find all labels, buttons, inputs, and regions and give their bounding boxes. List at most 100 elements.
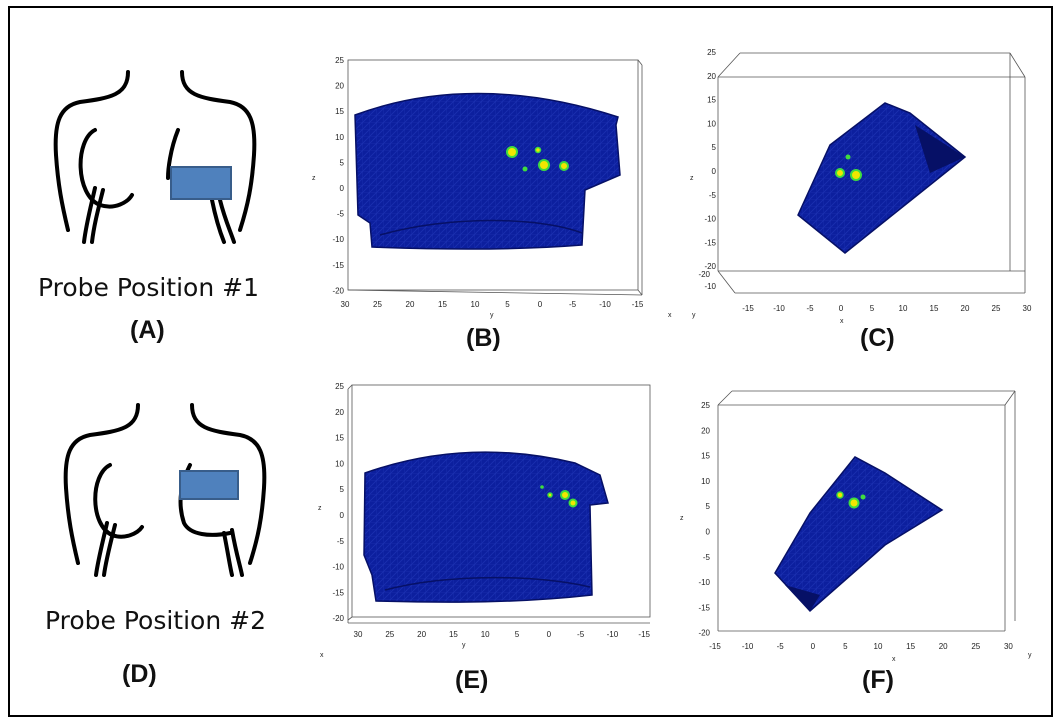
tick-label-y: 10 [481, 630, 490, 639]
tick-label-z: -15 [332, 588, 344, 597]
tick-label-z: 20 [701, 426, 710, 435]
tick-label-y: -5 [577, 630, 585, 639]
tick-label-y: 5 [505, 300, 510, 309]
tick-label-z: 15 [701, 452, 710, 461]
axis-label-y: y [490, 312, 494, 319]
tick-label-z: 25 [335, 382, 344, 391]
axis-label-y: y [1028, 652, 1032, 659]
tick-label-x: 15 [930, 304, 939, 313]
axis-label-x: x [840, 318, 844, 325]
tick-label-z: -20 [704, 262, 716, 271]
tick-label-z: 5 [340, 485, 345, 494]
tick-label-z: 15 [707, 96, 716, 105]
tick-label-z: -15 [332, 261, 344, 270]
tick-label-z: -10 [698, 578, 710, 587]
tick-label-z: 20 [707, 72, 716, 81]
tick-label-y: 25 [373, 300, 382, 309]
tick-label-z: -20 [332, 286, 344, 295]
tick-label-z: 20 [335, 82, 344, 91]
tick-label-z: 5 [712, 143, 717, 152]
torso-sketch-1 [53, 70, 257, 244]
axis-label-y: y [462, 642, 466, 649]
tick-label-y: -15 [638, 630, 650, 639]
tick-label-z: 10 [701, 477, 710, 486]
tick-label-z: 0 [712, 167, 717, 176]
tick-label-y: 20 [417, 630, 426, 639]
tick-label-x: -10 [742, 642, 754, 651]
tick-label-x: 10 [899, 304, 908, 313]
tick-label-z: -5 [337, 537, 345, 546]
tick-label-z: -10 [332, 563, 344, 572]
axis-label-x: x [892, 656, 896, 663]
tick-label-x: -15 [742, 304, 754, 313]
torso-sketch-2 [63, 403, 267, 577]
tick-label-y: -20 [698, 270, 710, 279]
tick-label-y: 30 [341, 300, 350, 309]
tick-label-z: 0 [706, 528, 711, 537]
tick-label-y: 15 [449, 630, 458, 639]
tick-label-y: 10 [471, 300, 480, 309]
panel-label-f: (F) [862, 666, 894, 694]
tick-label-z: -20 [332, 614, 344, 623]
tick-label-y: 30 [354, 630, 363, 639]
tick-label-y: 0 [538, 300, 543, 309]
probe-position-caption-2: Probe Position #2 [45, 606, 266, 635]
tick-label-z: -5 [709, 191, 717, 200]
tick-label-x: 15 [906, 642, 915, 651]
tick-label-x: 5 [843, 642, 848, 651]
tick-label-z: 25 [707, 48, 716, 57]
tick-label-z: 15 [335, 434, 344, 443]
hotspots [506, 146, 569, 172]
tick-label-z: -5 [337, 210, 345, 219]
tick-label-z: -15 [698, 603, 710, 612]
axis-label-z: z [312, 175, 316, 182]
tick-label-x: 10 [874, 642, 883, 651]
tick-label-y: -15 [632, 300, 644, 309]
axis-label-x: x [668, 312, 672, 319]
tick-label-x: -15 [709, 642, 721, 651]
axis-label-y: y [692, 312, 696, 319]
tick-label-z: 25 [335, 56, 344, 65]
probe-rectangle [179, 470, 239, 500]
tick-label-z: 5 [706, 502, 711, 511]
tick-label-z: -5 [703, 553, 711, 562]
tick-label-z: 5 [340, 158, 345, 167]
tick-label-x: -5 [777, 642, 785, 651]
tick-label-z: 0 [340, 511, 345, 520]
probe-position-caption-1: Probe Position #1 [38, 273, 259, 302]
tick-label-z: 15 [335, 107, 344, 116]
tick-label-x: 20 [961, 304, 970, 313]
tick-label-x: 25 [992, 304, 1001, 313]
tick-label-z: -20 [698, 629, 710, 638]
hotspots [836, 491, 866, 509]
axis-label-z: z [318, 505, 322, 512]
tick-label-y: 25 [385, 630, 394, 639]
tick-label-z: -10 [704, 215, 716, 224]
tick-label-x: 0 [839, 304, 844, 313]
panel-label-a: (A) [130, 316, 165, 344]
hotspots [835, 154, 862, 181]
tick-label-z: 10 [335, 459, 344, 468]
tick-label-x: 5 [870, 304, 875, 313]
probe-rectangle [170, 166, 232, 200]
tick-label-z: 10 [335, 133, 344, 142]
tick-label-x: 30 [1023, 304, 1032, 313]
tick-label-x: 0 [811, 642, 816, 651]
tick-label-z: -15 [704, 238, 716, 247]
tick-label-y: 15 [438, 300, 447, 309]
panel-label-c: (C) [860, 324, 895, 352]
panel-label-e: (E) [455, 666, 489, 694]
tick-label-y: 5 [515, 630, 520, 639]
axis-label-z: z [680, 515, 684, 522]
tick-label-y: 0 [547, 630, 552, 639]
tick-label-x: 30 [1004, 642, 1013, 651]
tick-label-z: 10 [707, 119, 716, 128]
tick-label-z: 25 [701, 401, 710, 410]
tick-label-x: -10 [773, 304, 785, 313]
tick-label-y: -10 [607, 630, 619, 639]
tick-label-x: 25 [971, 642, 980, 651]
